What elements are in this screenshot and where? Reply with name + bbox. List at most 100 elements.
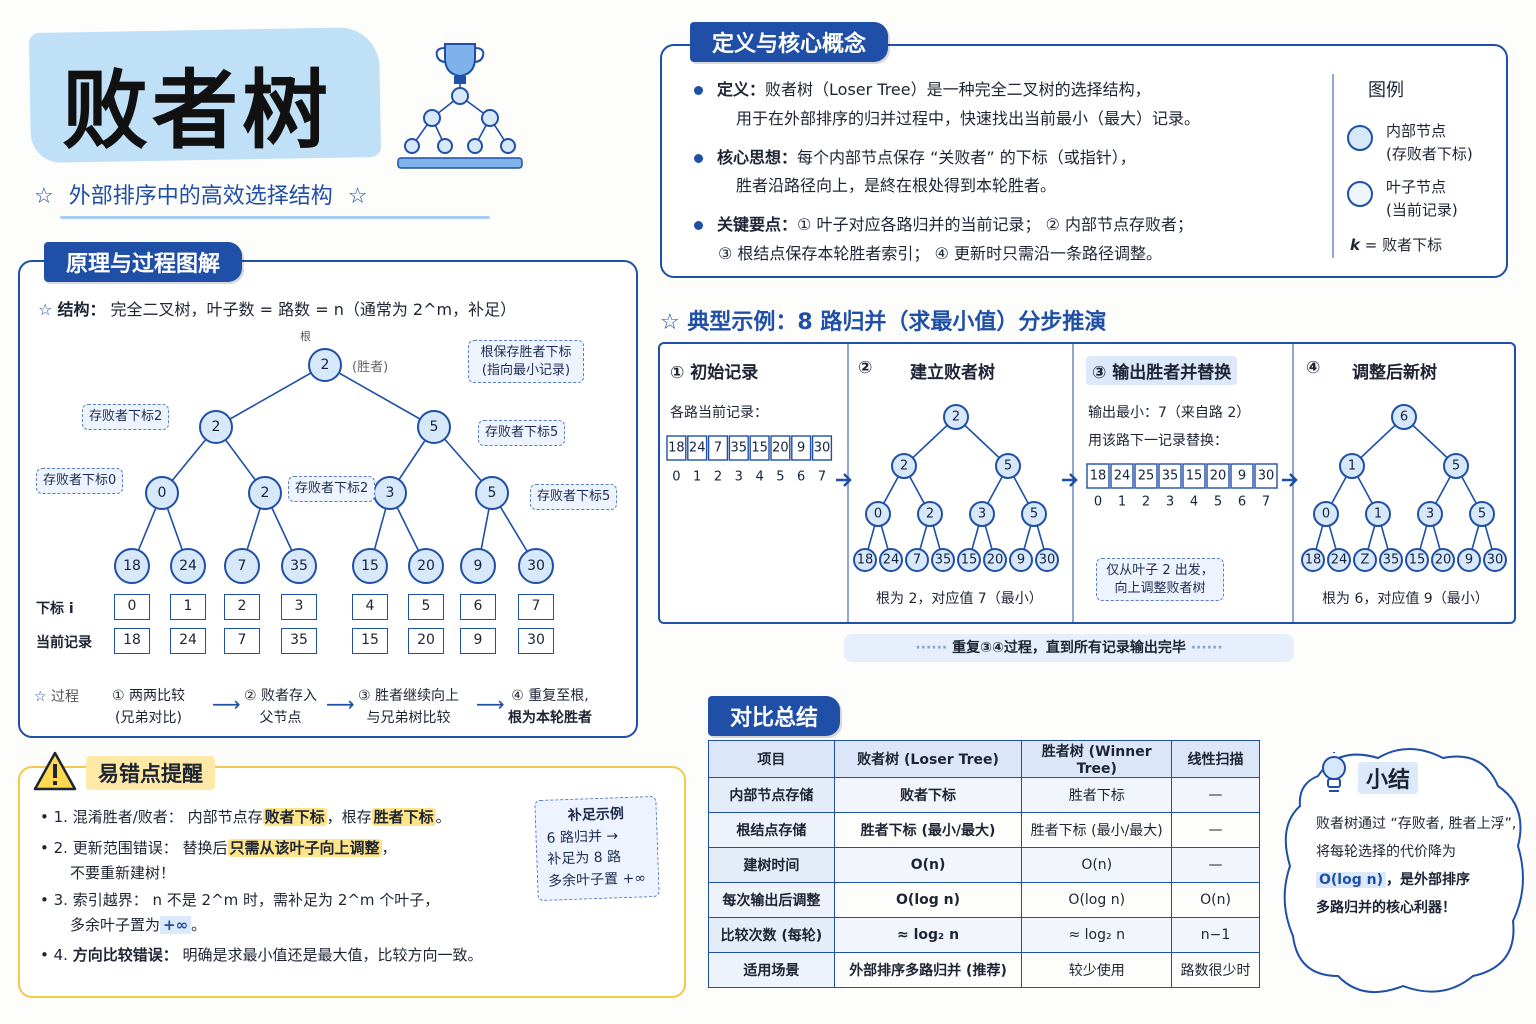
svg-text:24: 24: [1331, 553, 1348, 568]
svg-text:35: 35: [290, 558, 308, 574]
svg-text:24: 24: [883, 553, 900, 568]
record-cell: 24: [687, 435, 708, 461]
arrow-icon: [836, 473, 852, 487]
svg-text:9: 9: [1017, 553, 1025, 568]
tree-leaf-node: 9: [1009, 548, 1033, 572]
svg-text:18: 18: [1090, 469, 1107, 484]
tree-internal-node: 1: [1339, 453, 1365, 479]
lightbulb-icon: [1322, 752, 1346, 792]
svg-text:5: 5: [1004, 459, 1012, 474]
svg-text:Z: Z: [1361, 553, 1370, 568]
tree-internal-node: 0: [865, 501, 891, 527]
record-cell: 25: [1134, 463, 1158, 489]
tree-internal-node: 2: [917, 501, 943, 527]
svg-text:0: 0: [874, 507, 882, 522]
svg-text:6: 6: [1400, 410, 1408, 425]
tree-internal-node: 0: [1313, 501, 1339, 527]
table-cell: O(n): [833, 847, 1023, 883]
comparison-title: 对比总结: [708, 696, 841, 736]
svg-text:35: 35: [1383, 553, 1400, 568]
table-cell: 建树时间: [708, 847, 835, 883]
table-cell: 外部排序多路归并 (推荐): [833, 952, 1023, 988]
tree-internal-node: 2: [891, 453, 917, 479]
subtitle: ☆ 外部排序中的高效选择结构 ☆: [34, 178, 367, 210]
svg-text:7: 7: [238, 558, 247, 574]
tree-internal-node: 3: [373, 476, 407, 510]
tree-leaf-node: 35: [281, 548, 317, 584]
star-icon: ☆: [38, 300, 53, 319]
tree-leaf-node: 24: [879, 548, 903, 572]
svg-text:35: 35: [1162, 469, 1179, 484]
record-row-label: 当前记录: [36, 635, 92, 651]
tree-internal-node: 5: [475, 476, 509, 510]
table-cell: O(log n): [1021, 882, 1173, 918]
arrow-icon: ⟶: [476, 692, 505, 716]
svg-text:18: 18: [1305, 553, 1322, 568]
tree-leaf-node: 20: [983, 548, 1007, 572]
table-cell: 胜者下标 (最小/最大): [1021, 812, 1173, 848]
record-cell: 35: [281, 628, 317, 654]
svg-text:0: 0: [158, 485, 167, 501]
record-cell: 18: [666, 435, 687, 461]
svg-text:35: 35: [935, 553, 952, 568]
subtitle-text: 外部排序中的高效选择结构: [68, 184, 333, 209]
index-cell: 0: [114, 594, 150, 620]
table-cell: n−1: [1171, 917, 1260, 953]
record-cell: 18: [114, 628, 150, 654]
tree-leaf-node: Z: [1353, 548, 1377, 572]
index-cell: 6: [460, 594, 496, 620]
record-cell: 15: [352, 628, 388, 654]
tree-internal-node: 3: [969, 501, 995, 527]
index-label: 2: [1142, 495, 1150, 510]
svg-text:24: 24: [689, 441, 706, 456]
loser-note: 存败者下标2: [82, 404, 170, 430]
svg-text:2: 2: [212, 419, 221, 435]
process-step: ④ 重复至根,根为本轮胜者: [508, 688, 592, 726]
tree-leaf-node: 15: [957, 548, 981, 572]
table-header: 胜者树 (Winner Tree): [1021, 740, 1173, 778]
panel2-title: 建立败者树: [910, 363, 995, 383]
supplement-note: 补足示例 6 路归并 → 补足为 8 路 多余叶子置 +∞: [534, 795, 660, 901]
record-cell: 20: [1206, 463, 1230, 489]
svg-text:5: 5: [430, 419, 439, 435]
definition-list: 定义：败者树（Loser Tree）是一种完全二叉树的选择结构， 用于在外部排序…: [694, 76, 1200, 279]
index-cell: 1: [170, 594, 206, 620]
panel4-result: 根为 6，对应值 9（最小）: [1322, 591, 1489, 607]
table-cell: O(n): [1021, 847, 1173, 883]
table-cell: 路数很少时: [1171, 952, 1260, 988]
svg-text:7: 7: [913, 553, 921, 568]
svg-text:2: 2: [900, 459, 908, 474]
tree-internal-node: 5: [417, 410, 451, 444]
tree-leaf-node: 30: [518, 548, 554, 584]
tree-leaf-node: 15: [1405, 548, 1429, 572]
svg-text:20: 20: [1210, 469, 1227, 484]
tree-root-node: 2: [943, 404, 969, 430]
table-header: 线性扫描: [1171, 740, 1260, 778]
definition-item: 定义：败者树（Loser Tree）是一种完全二叉树的选择结构， 用于在外部排序…: [694, 76, 1200, 134]
tree-leaf-node: 7: [905, 548, 929, 572]
definition-panel: [660, 44, 1508, 278]
svg-text:20: 20: [987, 553, 1004, 568]
index-label: 4: [1190, 495, 1198, 510]
index-cell: 3: [281, 594, 317, 620]
svg-text:30: 30: [527, 558, 545, 574]
tree-leaf-node: 24: [170, 548, 206, 584]
index-label: 7: [1262, 495, 1270, 510]
winner-caption: (胜者): [352, 360, 389, 375]
tree-leaf-node: 7: [224, 548, 260, 584]
tree-leaf-node: 24: [1327, 548, 1351, 572]
record-cell: 15: [1182, 463, 1206, 489]
principle-title: 原理与过程图解: [44, 242, 243, 282]
tree-internal-node: 2: [199, 410, 233, 444]
legend-divider: [1332, 74, 1334, 258]
panel3-line2: 用该路下一记录替换：: [1088, 433, 1228, 449]
svg-text:20: 20: [1435, 553, 1452, 568]
index-row-label: 下标 i: [36, 601, 74, 617]
record-cell: 30: [1254, 463, 1278, 489]
panel4-num: ④: [1306, 358, 1321, 378]
svg-text:2: 2: [321, 357, 330, 373]
index-cell: 2: [224, 594, 260, 620]
tree-internal-node: 5: [1443, 453, 1469, 479]
index-cell: 7: [518, 594, 554, 620]
